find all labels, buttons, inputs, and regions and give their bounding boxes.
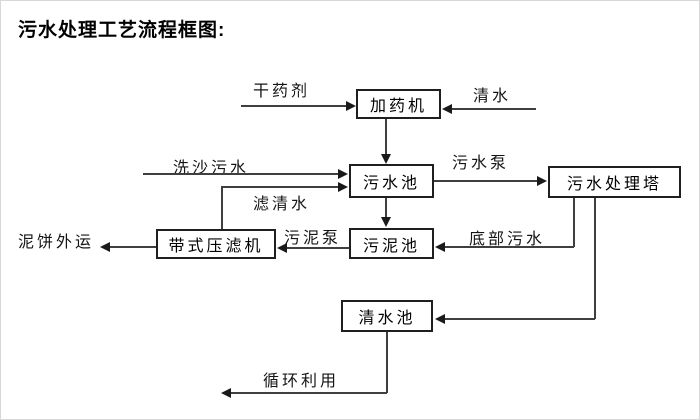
- diagram-title: 污水处理工艺流程框图:: [18, 20, 226, 41]
- line-sand-washing-sewage: [143, 173, 340, 175]
- arrowhead-tower-to-cleanpool-icon: [435, 314, 445, 324]
- node-clean-water-pool: 清水池: [341, 300, 433, 332]
- node-treatment-tower-label: 污水处理塔: [566, 176, 662, 193]
- edge-label-sewage-pump: 污水泵: [452, 155, 510, 172]
- node-dosing-machine-label: 加药机: [369, 98, 427, 115]
- node-sewage-pool: 污水池: [349, 164, 434, 198]
- edge-label-dry-chemical: 干药剂: [253, 83, 311, 100]
- node-belt-filter-press-label: 带式压滤机: [168, 238, 264, 255]
- line-recycle-horizontal: [230, 392, 387, 394]
- arrowhead-sewage-pump-icon: [537, 176, 547, 186]
- line-dosing-to-sewage: [385, 119, 387, 155]
- node-sludge-pool: 污泥池: [349, 228, 434, 259]
- line-filtered-water-vertical: [221, 186, 223, 229]
- line-tower-to-cleanpool-vertical: [594, 198, 596, 319]
- arrowhead-mud-cake-out-icon: [100, 242, 110, 252]
- line-bottom-sewage-horizontal: [444, 246, 574, 248]
- arrowhead-sand-washing-icon: [338, 169, 348, 179]
- arrowhead-sludge-pump-icon: [277, 243, 287, 253]
- node-sludge-pool-label: 污泥池: [362, 237, 420, 255]
- arrowhead-clean-water-icon: [442, 104, 452, 114]
- arrowhead-dosing-to-sewage-icon: [381, 154, 391, 164]
- line-recycle-vertical: [386, 332, 388, 393]
- line-clean-water: [451, 108, 536, 110]
- line-sewage-pump: [434, 180, 538, 182]
- node-belt-filter-press: 带式压滤机: [156, 229, 276, 259]
- node-dosing-machine: 加药机: [356, 89, 441, 119]
- edge-label-clean-water: 清水: [473, 88, 512, 105]
- edge-label-mud-cake-out: 泥饼外运: [18, 234, 95, 251]
- line-dry-chemical: [241, 105, 348, 107]
- line-sewage-to-sludge: [385, 198, 387, 218]
- line-sludge-pump: [286, 247, 349, 249]
- node-treatment-tower: 污水处理塔: [548, 166, 681, 198]
- arrowhead-bottom-sewage-icon: [435, 242, 445, 252]
- line-filtered-water-horizontal: [221, 186, 340, 188]
- line-bottom-sewage-vertical: [573, 198, 575, 247]
- edge-label-filtered-water: 滤清水: [253, 196, 311, 213]
- node-clean-water-pool-label: 清水池: [358, 310, 416, 327]
- arrowhead-recycle-icon: [221, 388, 231, 398]
- edge-label-sand-washing-sewage: 洗沙污水: [173, 160, 250, 177]
- edge-label-sludge-pump: 污泥泵: [284, 230, 342, 247]
- arrowhead-dry-chemical-icon: [346, 101, 356, 111]
- line-mud-cake-out: [110, 246, 156, 248]
- line-tower-to-cleanpool-horizontal: [444, 318, 595, 320]
- edge-label-recycle-use: 循环利用: [263, 373, 340, 390]
- edge-label-bottom-sewage: 底部污水: [469, 231, 546, 248]
- arrowhead-filtered-water-icon: [338, 182, 348, 192]
- node-sewage-pool-label: 污水池: [362, 175, 420, 192]
- arrowhead-sewage-to-sludge-icon: [381, 217, 391, 227]
